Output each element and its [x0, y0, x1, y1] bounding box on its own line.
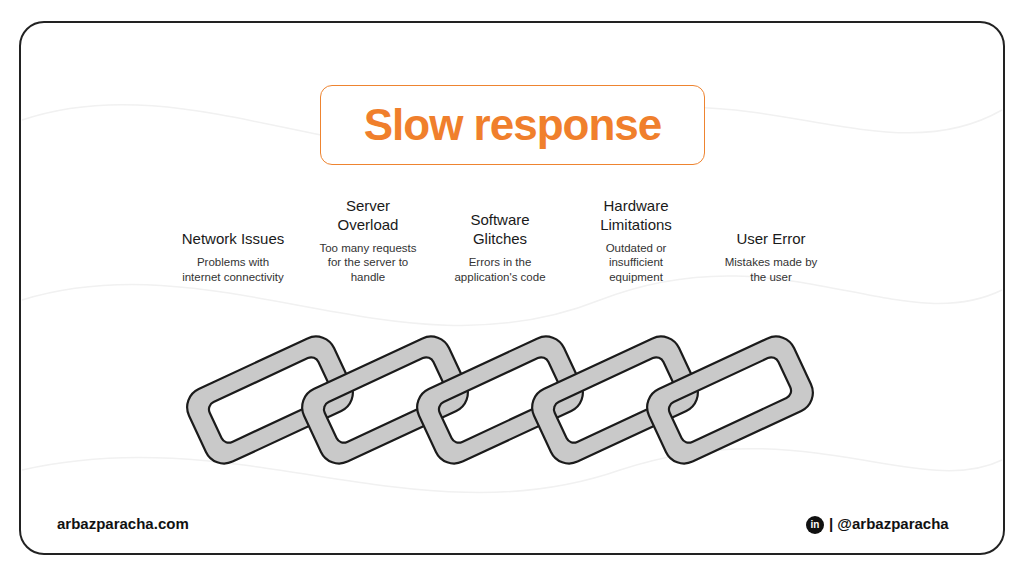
cause-heading: User Error: [721, 229, 821, 248]
outer-frame: [20, 22, 1004, 554]
cause-heading: Network Issues: [178, 229, 288, 248]
cause-description: Mistakes made by the user: [721, 255, 821, 284]
linkedin-icon: in: [806, 516, 824, 534]
social-handle: | @arbazparacha: [829, 515, 949, 532]
cause-column: User ErrorMistakes made by the user: [721, 229, 821, 284]
wave-line: [22, 276, 1002, 325]
chain: [181, 330, 820, 470]
cause-column: Network IssuesProblems with internet con…: [178, 229, 288, 284]
cause-description: Outdated or insufficient equipment: [591, 241, 681, 285]
cause-description: Errors in the application's code: [446, 255, 554, 284]
cause-description: Problems with internet connectivity: [178, 255, 288, 284]
website-url: arbazparacha.com: [57, 515, 189, 532]
cause-heading: Server Overload: [316, 196, 421, 234]
title: Slow response: [364, 100, 662, 150]
cause-heading: Hardware Limitations: [591, 196, 681, 234]
cause-column: Software GlitchesErrors in the applicati…: [446, 210, 554, 284]
cause-heading: Software Glitches: [446, 210, 554, 248]
chain-link: [641, 330, 820, 470]
title-box: Slow response: [320, 85, 705, 165]
cause-description: Too many requests for the server to hand…: [316, 241, 421, 285]
cause-column: Server OverloadToo many requests for the…: [316, 196, 421, 285]
cause-column: Hardware LimitationsOutdated or insuffic…: [591, 196, 681, 285]
wave-line: [22, 449, 1002, 493]
